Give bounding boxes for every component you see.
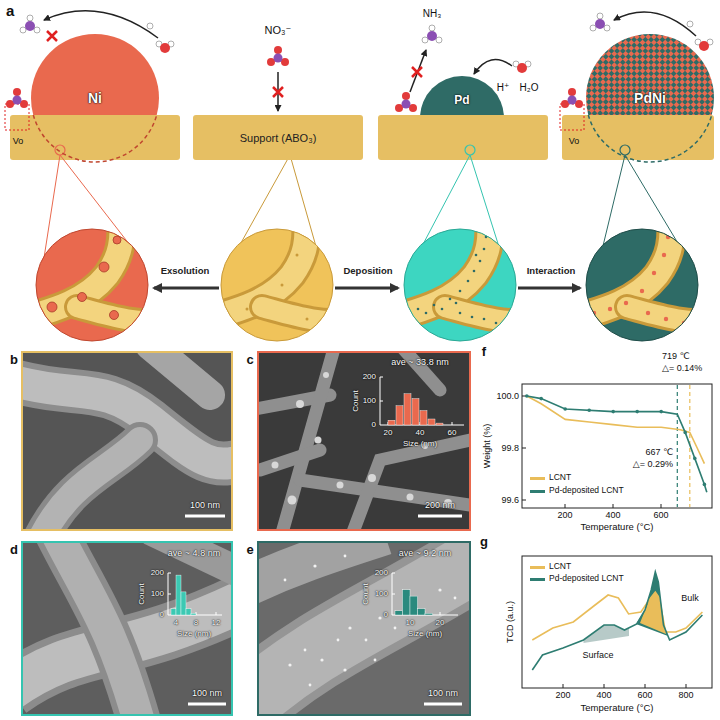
label-text: H⁺ xyxy=(497,82,510,94)
label-text: 0 xyxy=(372,420,376,429)
label-text: d xyxy=(10,543,18,558)
label-text: Vo xyxy=(569,136,580,146)
label-text: Interaction xyxy=(527,266,576,277)
sem-image-b xyxy=(10,345,245,540)
label-text: TCD (a.u.) xyxy=(505,601,515,643)
panel-a-top xyxy=(5,11,714,258)
label-text: 0 xyxy=(160,610,164,619)
label-text: 100 nm xyxy=(192,688,222,698)
label-text: Size (nm) xyxy=(408,629,442,638)
panel-a-bottom xyxy=(17,210,717,345)
label-text: 100 xyxy=(151,589,164,598)
ni-particle: Ni xyxy=(31,34,159,162)
legend-swatch xyxy=(530,490,545,493)
label-text: c xyxy=(246,353,253,368)
label-text: 200 xyxy=(363,372,376,381)
label-text: 99.6 xyxy=(501,495,519,505)
legend-text: LCNT xyxy=(549,562,571,572)
label-text: 4 xyxy=(174,618,178,627)
label-text: 200 xyxy=(151,568,164,577)
label-text: a xyxy=(6,2,14,19)
label-text: Temperature (°C) xyxy=(581,703,654,714)
node-text: Support (ABO₃) xyxy=(240,132,317,144)
label-text: ave ~ 9.2 nm xyxy=(399,548,451,558)
label-text: Count xyxy=(137,583,146,604)
label-text: 100.0 xyxy=(496,391,519,401)
label-text: NO₃⁻ xyxy=(265,24,292,37)
label-text: 99.8 xyxy=(501,443,519,453)
label-text: H₂O xyxy=(520,82,539,94)
label-text: 200 xyxy=(555,690,570,700)
label-text: Deposition xyxy=(343,266,392,277)
label-text: 100 xyxy=(375,589,388,598)
support-band: Support (ABO₃) xyxy=(193,115,363,160)
label-text: Count xyxy=(361,583,370,604)
label-text: 200 nm xyxy=(425,500,455,510)
legend-swatch xyxy=(530,578,545,581)
node-text: Pd xyxy=(454,93,469,107)
label-text: 100 nm xyxy=(190,500,220,510)
label-text: 100 xyxy=(363,396,376,405)
label-text: 200 xyxy=(557,510,572,520)
legend-text: Pd-deposited LCNT xyxy=(549,486,624,496)
tga-chart xyxy=(522,384,712,508)
label-text: 60 xyxy=(448,428,457,437)
label-text: Count xyxy=(351,390,360,411)
label-text: 667 ℃ xyxy=(645,447,673,457)
label-text: 600 xyxy=(637,690,652,700)
label-text: Surface xyxy=(582,650,613,660)
legend-swatch xyxy=(530,566,545,569)
label-text: △= 0.14% xyxy=(662,363,702,373)
sem-image-c xyxy=(250,345,470,540)
label-text: 400 xyxy=(596,690,611,700)
sem-image-e xyxy=(245,535,485,715)
label-text: Size (nm) xyxy=(177,629,211,638)
node-text: Ni xyxy=(88,90,102,106)
label-text: 600 xyxy=(653,510,668,520)
label-text: Exsolution xyxy=(161,266,210,277)
label-text: f xyxy=(482,345,486,360)
pdni-particle: PdNi xyxy=(586,34,714,162)
label-text: ave ~ 33.8 nm xyxy=(391,357,448,367)
label-text: 40 xyxy=(416,428,425,437)
tpr-chart xyxy=(522,556,712,688)
label-text: 8 xyxy=(194,618,198,627)
label-text: 200 xyxy=(375,568,388,577)
pd-particle: Pd xyxy=(420,76,504,160)
label-text: 400 xyxy=(605,510,620,520)
label-text: 100 nm xyxy=(428,688,458,698)
label-text: Size (nm) xyxy=(403,439,437,448)
legend-text: Pd-deposited LCNT xyxy=(549,574,624,584)
label-text: Bulk xyxy=(681,593,699,603)
label-text: NH₃ xyxy=(423,8,442,20)
label-text: 20 xyxy=(436,618,445,627)
label-text: g xyxy=(480,535,488,550)
legend-swatch xyxy=(530,477,545,480)
label-text: 12 xyxy=(212,618,221,627)
label-text: e xyxy=(246,543,253,558)
label-text: 0 xyxy=(384,610,388,619)
node-text: PdNi xyxy=(634,90,666,106)
legend-text: LCNT xyxy=(549,473,571,483)
sem-image-d xyxy=(10,530,245,720)
label-text: △= 0.29% xyxy=(633,459,673,469)
particle-shape xyxy=(420,76,504,160)
label-text: ave ~ 4.8 nm xyxy=(168,548,220,558)
label-text: 20 xyxy=(384,428,393,437)
label-text: Weight (%) xyxy=(482,424,492,468)
label-text: Temperature (°C) xyxy=(581,522,654,533)
label-text: 800 xyxy=(678,690,693,700)
label-text: b xyxy=(10,353,18,368)
label-text: 10 xyxy=(406,618,415,627)
label-text: Vo xyxy=(13,136,24,146)
label-text: 719 ℃ xyxy=(662,351,690,361)
